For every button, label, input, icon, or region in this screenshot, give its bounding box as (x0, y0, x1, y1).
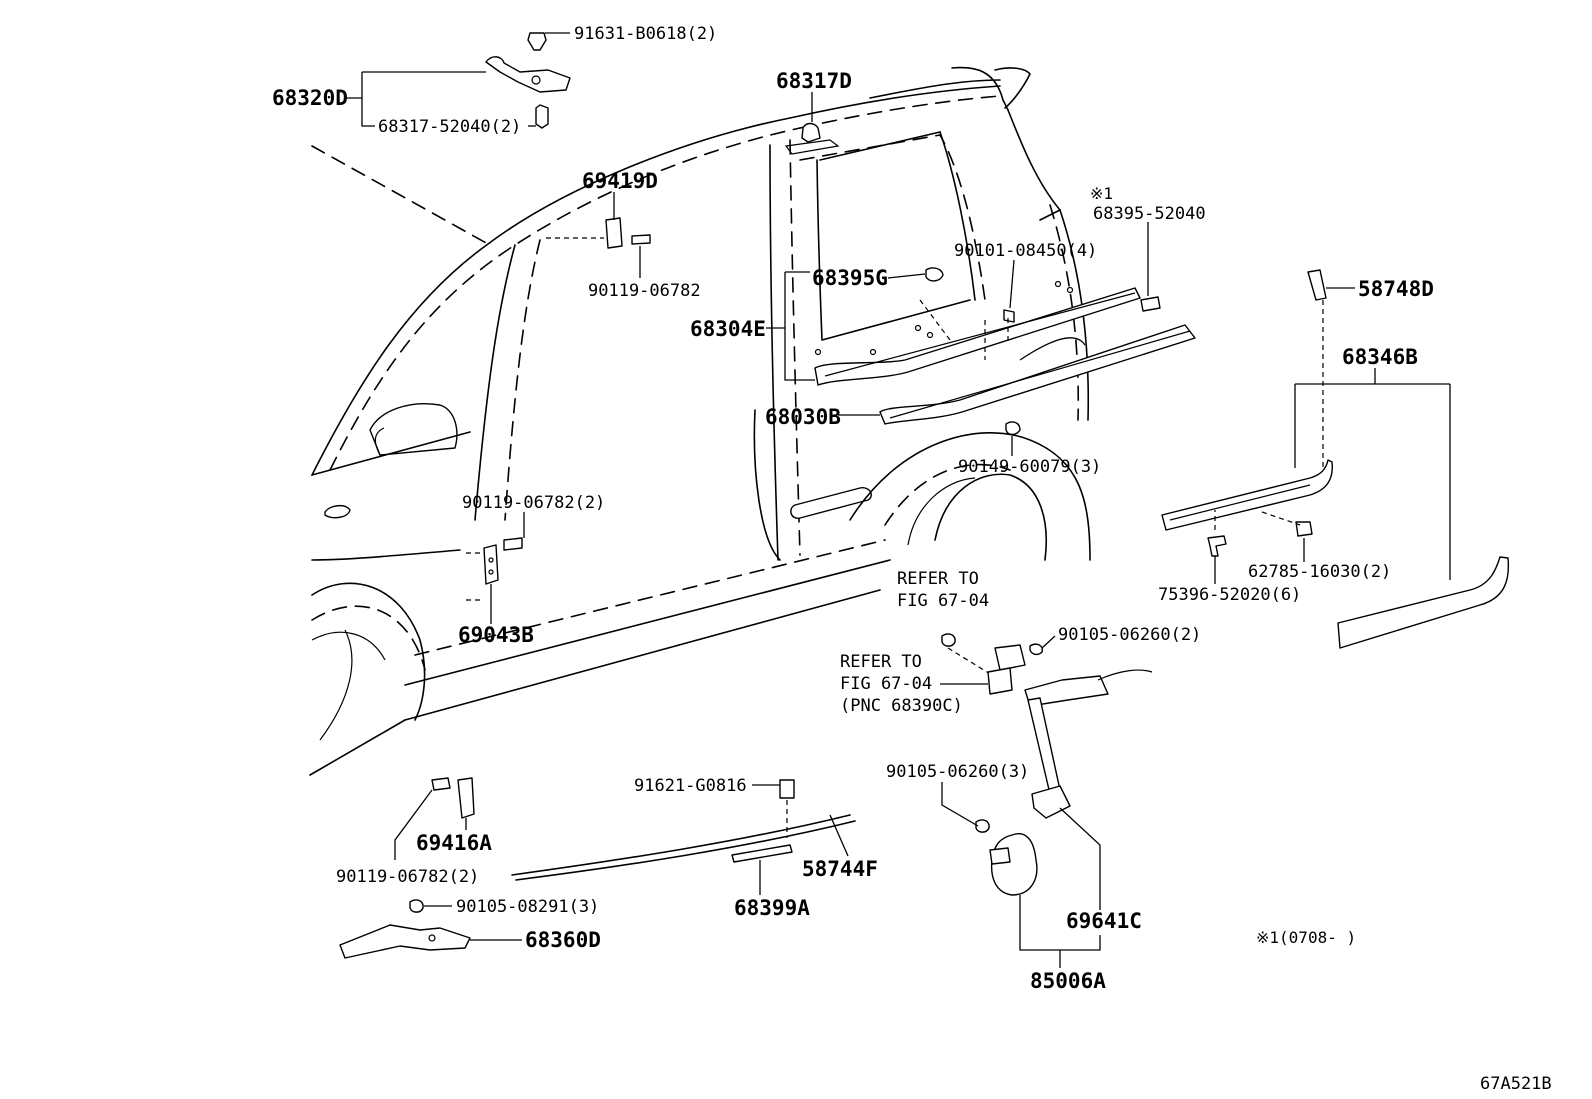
upper-hinge-68320D (485, 32, 571, 129)
refer-note-1-line1: REFER TO (897, 569, 979, 589)
label-68304e: 68304E (690, 317, 766, 341)
diagram-id: 67A521B (1480, 1074, 1552, 1094)
label-90119-06782-a: 90119-06782 (588, 281, 701, 301)
label-85006a: 85006A (1030, 969, 1106, 993)
label-90105-06260-a: 90105-06260(2) (1058, 625, 1201, 645)
label-68360d: 68360D (525, 928, 601, 952)
lower-hinge-68360D (339, 899, 471, 959)
label-91621-g0816: 91621-G0816 (634, 776, 747, 796)
label-90105-08291: 90105-08291(3) (456, 897, 599, 917)
label-68395g: 68395G (812, 266, 888, 290)
part-labels: 91631-B0618(2) 68320D 68317-52040(2) 683… (272, 24, 1552, 1094)
label-68399a: 68399A (734, 896, 810, 920)
refer-note-1-line2: FIG 67-04 (897, 591, 989, 611)
label-91631-b0618: 91631-B0618(2) (574, 24, 717, 44)
label-68317-52040: 68317-52040(2) (378, 117, 521, 137)
label-68395-52040: 68395-52040 (1093, 204, 1206, 224)
refer-note-2-line2: FIG 67-04 (840, 674, 932, 694)
rocker-molding-68346B (1161, 269, 1510, 649)
lower-striker-69043B (466, 537, 523, 601)
label-68320d: 68320D (272, 86, 348, 110)
leader-lines (344, 32, 1451, 968)
vehicle-body-outline (309, 66, 1091, 776)
motor-85006A (975, 819, 1038, 896)
refer-note-2-line3: (PNC 68390C) (840, 696, 963, 716)
bracket-69416A (431, 777, 475, 819)
label-68346b: 68346B (1342, 345, 1418, 369)
label-68317d: 68317D (776, 69, 852, 93)
rails-68304E-68030B (814, 267, 1196, 436)
label-69416a: 69416A (416, 831, 492, 855)
label-90119-06782-b: 90119-06782(2) (462, 493, 605, 513)
cable-58744F (511, 779, 856, 881)
label-58748d: 58748D (1358, 277, 1434, 301)
label-62785-16030: 62785-16030(2) (1248, 562, 1391, 582)
label-75396-52020: 75396-52020(6) (1158, 585, 1301, 605)
roller-68317D (784, 122, 840, 155)
center-roller-assembly (941, 633, 1153, 819)
variant-mark: ※1 (1090, 184, 1113, 203)
label-90149-60079: 90149-60079(3) (958, 457, 1101, 477)
label-90101-08450: 90101-08450(4) (954, 241, 1097, 261)
label-69043b: 69043B (458, 623, 534, 647)
label-58744f: 58744F (802, 857, 878, 881)
label-90119-06782-c: 90119-06782(2) (336, 867, 479, 887)
label-90105-06260-b: 90105-06260(3) (886, 762, 1029, 782)
label-69641c: 69641C (1066, 909, 1142, 933)
footnote-variant: ※1(0708- ) (1256, 928, 1356, 947)
label-69419d: 69419D (582, 169, 658, 193)
label-68030b: 68030B (765, 405, 841, 429)
striker-69419D (546, 217, 651, 249)
refer-note-2-line1: REFER TO (840, 652, 922, 672)
